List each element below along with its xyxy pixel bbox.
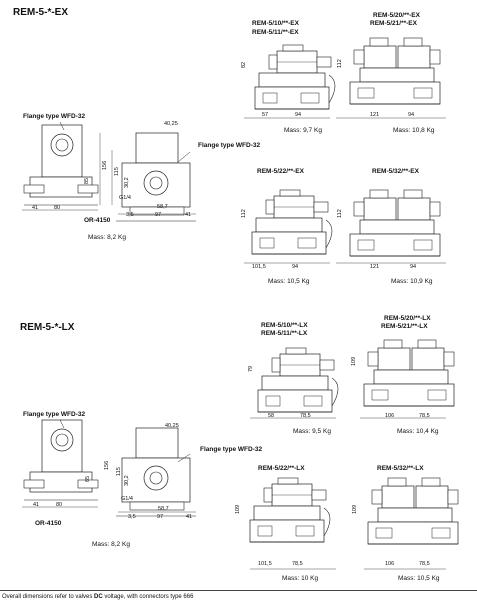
dim-40-25: 40,25 — [164, 121, 178, 127]
dim-115: 115 — [114, 167, 120, 176]
dim-v2-h-lx: 109 — [351, 356, 357, 366]
valve-mass-lx-2: Mass: 10,4 Kg — [397, 428, 439, 435]
valve-title-lx-2a: REM-5/20/**-LX — [384, 315, 431, 322]
dim-41-b-lx: 41 — [186, 514, 193, 520]
valve-mass-ex-1: Mass: 9,7 Kg — [284, 127, 322, 134]
dim-156: 156 — [102, 160, 108, 170]
dim-30-2-lx: 30,2 — [124, 475, 130, 486]
dim-v1-w1-ex: 57 — [262, 112, 269, 118]
dim-v1-h-lx: 79 — [248, 365, 254, 372]
footnote-suffix: voltage, with connectors type 666 — [102, 594, 194, 600]
dim-v3-h-ex: 112 — [241, 209, 247, 218]
dim-v3-h-lx: 109 — [235, 504, 241, 514]
flange-mass-lx: Mass: 8,2 Kg — [92, 541, 130, 548]
dim-85-lx: 85 — [85, 475, 91, 482]
dim-v1-w2-ex: 94 — [295, 112, 302, 118]
dim-3-5-lx: 3,5 — [128, 514, 136, 520]
footnote: Overall dimensions refer to valves DC vo… — [2, 594, 193, 600]
section-title-lx: REM-5-*-LX — [20, 322, 75, 333]
dim-v3-w1-lx: 101,5 — [258, 561, 272, 567]
flange-label-lx-1: Flange type WFD-32 — [23, 411, 86, 418]
footnote-prefix: Overall dimensions refer to valves — [2, 594, 95, 600]
dim-156-lx: 156 — [104, 460, 110, 470]
dim-30-2: 30,2 — [124, 177, 130, 188]
or-label-lx: OR-4150 — [35, 520, 62, 527]
dim-58-7-lx: 58,7 — [158, 506, 169, 512]
flange-label-ex-2: Flange type WFD-32 — [198, 142, 261, 149]
or-label-ex: OR-4150 — [84, 217, 111, 224]
dim-85: 85 — [84, 177, 90, 184]
valve-title-ex-3: REM-5/22/**-EX — [257, 168, 304, 175]
valve-mass-ex-4: Mass: 10,9 Kg — [391, 278, 433, 285]
dim-v2-w2-lx: 78,5 — [419, 413, 430, 419]
dim-80: 80 — [54, 205, 61, 211]
dim-115-lx: 115 — [116, 467, 122, 476]
valve-mass-lx-4: Mass: 10,5 Kg — [398, 575, 440, 582]
valve-title-ex-1b: REM-5/11/**-EX — [252, 29, 299, 36]
dim-41-a-lx: 41 — [33, 502, 40, 508]
valve-title-ex-4: REM-5/32/**-EX — [372, 168, 419, 175]
dim-v2-w2-ex: 94 — [408, 112, 415, 118]
dim-80-lx: 80 — [56, 502, 63, 508]
footnote-bold: DC — [94, 594, 103, 600]
valve-mass-lx-3: Mass: 10 Kg — [282, 575, 319, 582]
dim-v1-h-ex: 82 — [241, 61, 247, 68]
footnote-rule — [0, 590, 477, 591]
dim-v2-w1-ex: 121 — [370, 112, 380, 118]
dim-41-a: 41 — [32, 205, 39, 211]
dim-41-b: 41 — [185, 212, 192, 218]
valve-title-lx-4: REM-5/32/**-LX — [377, 465, 424, 472]
dim-58-7: 58,7 — [157, 204, 168, 210]
section-title-ex: REM-5-*-EX — [13, 7, 69, 18]
valve-title-lx-1a: REM-5/10/**-LX — [261, 322, 308, 329]
flange-label-ex-1: Flange type WFD-32 — [23, 113, 86, 120]
dim-v1-w1-lx: 58 — [268, 413, 275, 419]
dim-97-lx: 97 — [157, 514, 164, 520]
valve-title-ex-2b: REM-5/21/**-EX — [370, 20, 417, 27]
dim-v4-h-lx: 109 — [352, 504, 358, 514]
dim-v1-w2-lx: 78,5 — [300, 413, 311, 419]
dim-g14-lx: G1/4 — [121, 496, 133, 502]
dim-97: 97 — [155, 212, 162, 218]
dim-v4-h-ex: 112 — [337, 209, 343, 218]
dim-v2-w1-lx: 106 — [385, 413, 395, 419]
flange-mass-ex: Mass: 8,2 Kg — [88, 234, 126, 241]
valve-title-ex-1a: REM-5/10/**-EX — [252, 20, 299, 27]
dim-v3-w1-ex: 101,5 — [252, 264, 266, 270]
valve-title-ex-2a: REM-5/20/**-EX — [373, 12, 420, 19]
dim-v4-w1-lx: 106 — [385, 561, 395, 567]
valve-mass-ex-3: Mass: 10,5 Kg — [268, 278, 310, 285]
valve-mass-lx-1: Mass: 9,5 Kg — [293, 428, 331, 435]
flange-label-lx-2: Flange type WFD-32 — [200, 446, 263, 453]
valve-title-lx-3: REM-5/22/**-LX — [258, 465, 305, 472]
dim-v4-w1-ex: 121 — [370, 264, 380, 270]
dim-v3-w2-ex: 94 — [292, 264, 299, 270]
dim-v4-w2-lx: 78,5 — [419, 561, 430, 567]
dim-40-25-lx: 40,25 — [165, 423, 179, 429]
dim-g14: G1/4 — [119, 195, 131, 201]
dim-3-5: 3,5 — [126, 212, 134, 218]
valve-title-lx-2b: REM-5/21/**-LX — [381, 323, 428, 330]
valve-mass-ex-2: Mass: 10,8 Kg — [393, 127, 435, 134]
dim-v2-h-ex: 112 — [337, 59, 343, 68]
valve-title-lx-1b: REM-5/11/**-LX — [261, 330, 308, 337]
dim-v3-w2-lx: 78,5 — [292, 561, 303, 567]
dim-v4-w2-ex: 94 — [410, 264, 417, 270]
